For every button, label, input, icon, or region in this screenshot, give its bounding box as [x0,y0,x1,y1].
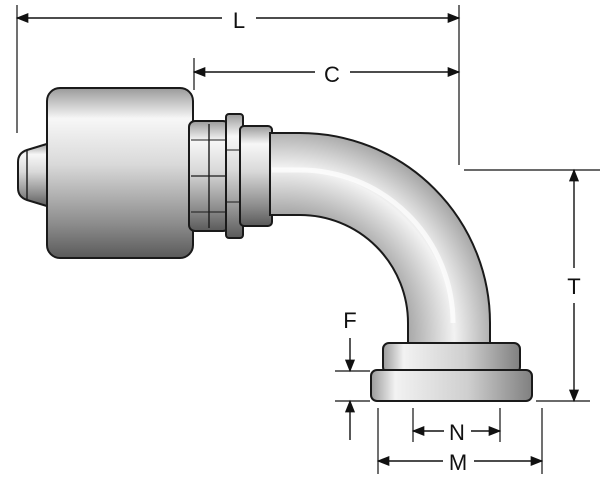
label-C: C [324,62,340,87]
dimension-F: F [335,308,370,440]
dimension-L: L [15,5,461,165]
dimension-M: M [376,408,544,475]
flange-plate [370,369,533,402]
elbow-tube [269,132,491,349]
dimension-T: T [464,168,600,403]
label-N: N [449,420,465,445]
label-M: M [449,450,467,475]
flange-neck [382,342,521,374]
label-L: L [233,8,245,33]
fitting-body [17,87,533,402]
crimp-shell [46,87,194,259]
sleeve [239,125,273,227]
dimension-N: N [411,408,502,445]
nose-tip [17,141,51,209]
label-T: T [567,274,580,299]
dimension-C: C [192,58,461,90]
label-F: F [343,308,356,333]
